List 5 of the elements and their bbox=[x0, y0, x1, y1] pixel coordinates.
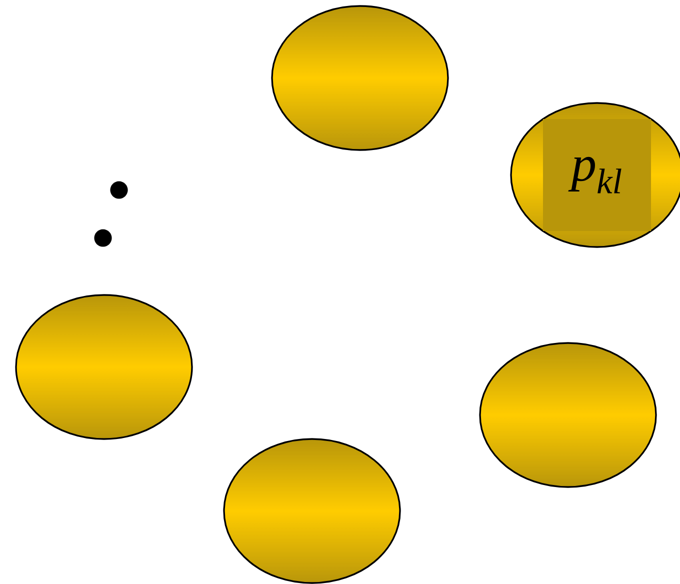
ellipse-node bbox=[271, 5, 449, 151]
ellipse-node bbox=[223, 438, 401, 584]
ellipse-node bbox=[15, 294, 193, 440]
ellipse-node: p$_{kl}$ bbox=[510, 102, 680, 248]
ellipse-node bbox=[479, 342, 657, 488]
